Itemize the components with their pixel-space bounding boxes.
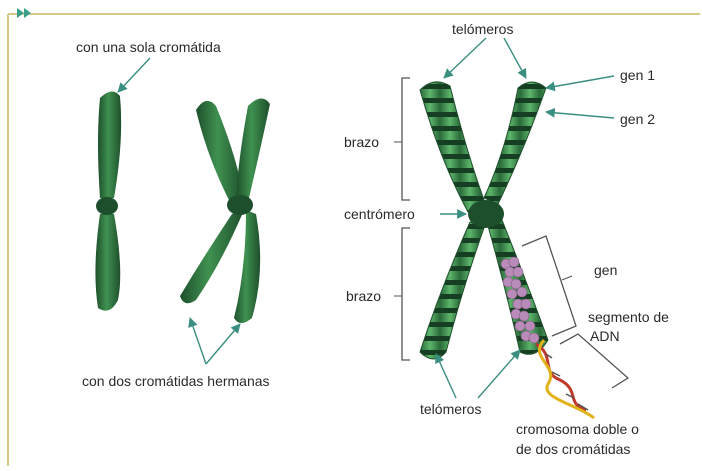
double-chromosome-label-line2: de dos cromátidas bbox=[516, 441, 630, 457]
arm-top-label: brazo bbox=[344, 134, 379, 150]
single-chromatid-chromosome bbox=[95, 91, 121, 310]
dna-double-helix bbox=[536, 340, 594, 418]
sister-chromatids-label: con dos cromátidas hermanas bbox=[82, 373, 270, 389]
gene1-label: gen 1 bbox=[620, 67, 655, 83]
sister-chromatids-chromosome bbox=[180, 98, 270, 323]
gene-label: gen bbox=[594, 262, 617, 278]
arm-bottom-label: brazo bbox=[346, 288, 381, 304]
corner-arrow-icon bbox=[17, 8, 31, 18]
double-chromosome-label-line1: cromosoma doble o bbox=[516, 421, 639, 437]
arm-top-bracket bbox=[402, 78, 410, 200]
centromere-knob bbox=[468, 200, 504, 228]
telomeres-bottom-label: telómeros bbox=[420, 401, 481, 417]
gene2-label: gen 2 bbox=[620, 111, 655, 127]
arm-bottom-bracket bbox=[402, 228, 410, 360]
dna-segment-label-line1: segmento de bbox=[588, 309, 669, 325]
single-chromatid-label: con una sola cromátida bbox=[76, 39, 221, 55]
telomeres-top-label: telómeros bbox=[452, 21, 513, 37]
dna-segment-label-line2: ADN bbox=[590, 328, 620, 344]
centromere-label: centrómero bbox=[344, 206, 415, 222]
